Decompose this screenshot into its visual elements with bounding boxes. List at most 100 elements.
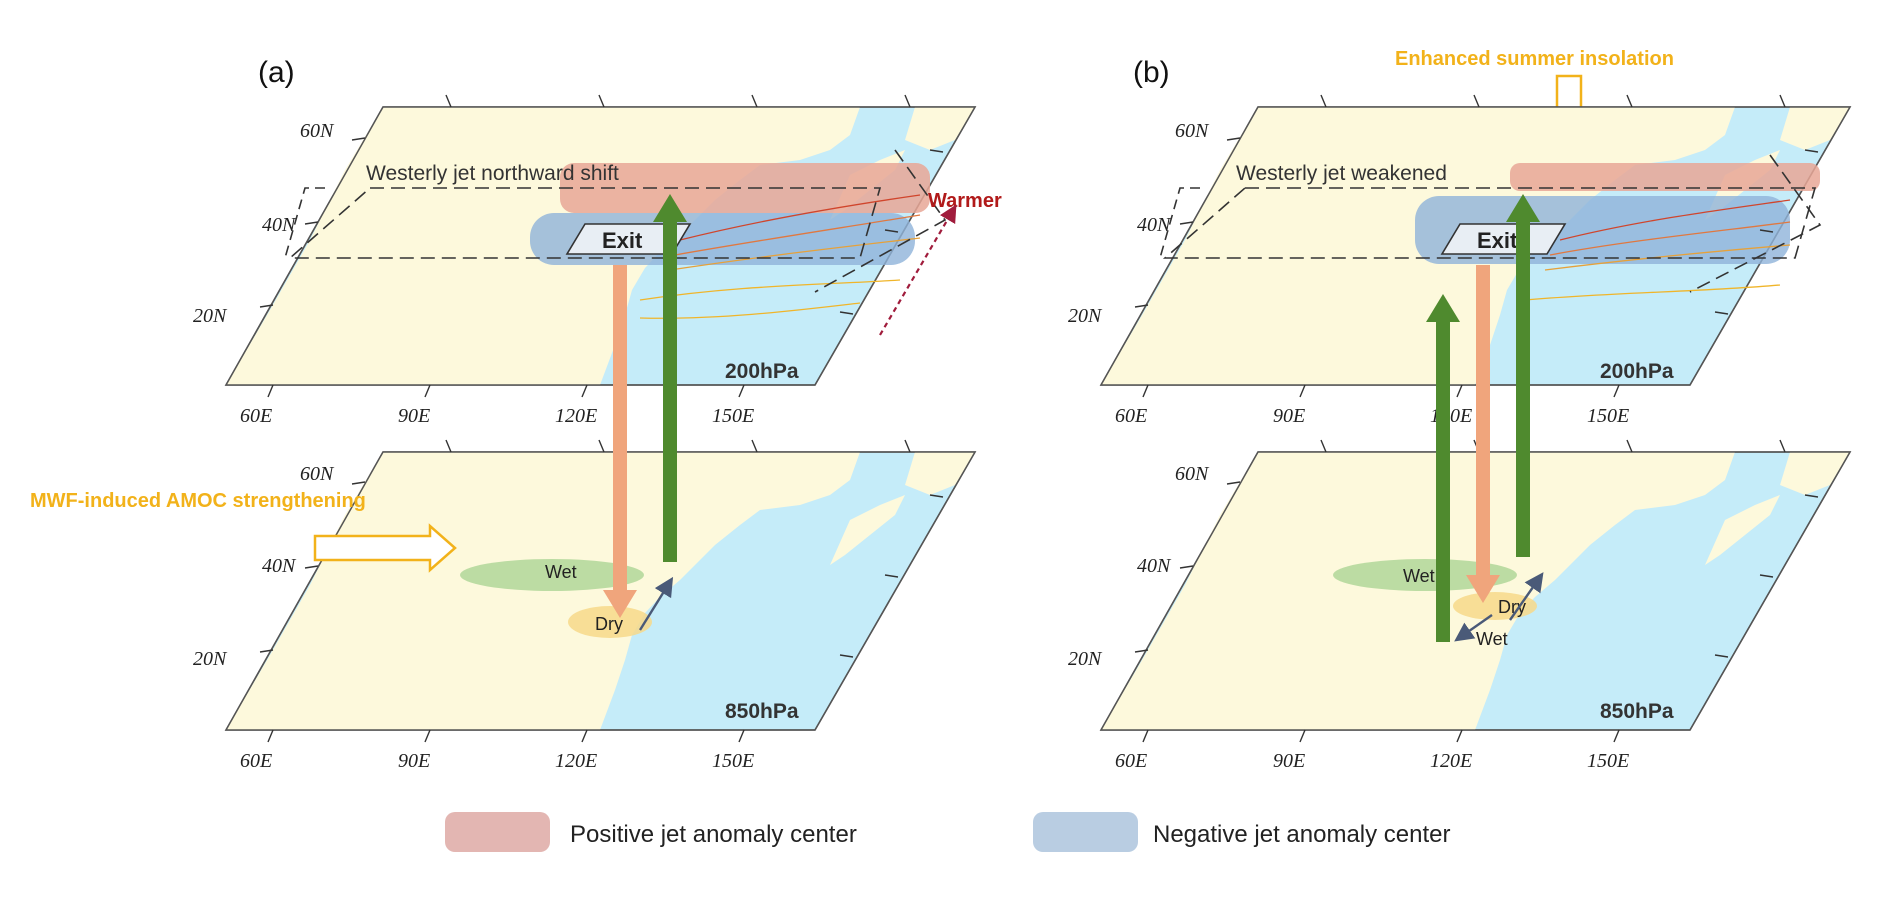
lower-level-label: 850hPa (725, 700, 799, 723)
low-level-wind-arrow (638, 576, 674, 631)
lat-tick-60n-low-b: 60N (1175, 463, 1210, 485)
lat-tick-40n-low-b: 40N (1137, 555, 1172, 577)
isotach-b-4 (1524, 284, 1781, 301)
lower-map-land-india-b (1290, 675, 1355, 730)
panel-a-label: (a) (258, 56, 295, 89)
lower-map-land (226, 452, 860, 730)
lat-tick-40n: 40N (262, 214, 297, 236)
upper-map-frame (224, 106, 977, 386)
legend: Positive jet anomaly center Negative jet… (445, 812, 1451, 852)
forcing-arrow (313, 523, 457, 573)
legend-negative-label: Negative jet anomaly center (1153, 821, 1451, 848)
upper-map-land-ne-b (1780, 107, 1850, 150)
upper-level-label: 200hPa (725, 360, 799, 383)
dry-label-b: Dry (1498, 597, 1526, 617)
jet-label-b: Westerly jet weakened (1236, 162, 1447, 185)
isotach-b-3 (1544, 244, 1791, 271)
upper-map-tick-marks-b (1134, 94, 1819, 398)
exit-label-b: Exit (1477, 228, 1518, 253)
dry-region (568, 606, 652, 638)
lat-tick-40n-b: 40N (1137, 214, 1172, 236)
panel-a: (a) Exit Westerly jet nor (30, 56, 1002, 772)
panel-a-lower-map: Wet Dry 850hPa 60N 40N 20N 60E 90E 120E … (193, 439, 977, 772)
ascending-arrow-b-east (1506, 194, 1540, 557)
lower-level-label-b: 850hPa (1600, 700, 1674, 723)
warmer-label: Warmer (928, 190, 1002, 212)
ascending-arrow (653, 194, 687, 562)
lower-map-land-b (1101, 452, 1735, 730)
jet-dashed-left-b (1159, 187, 1200, 259)
panel-b: (b) Enhanced summer insolation Exit West… (1068, 48, 1852, 772)
jet-label: Westerly jet northward shift (366, 162, 619, 185)
lon-tick-90e: 90E (398, 405, 430, 427)
descending-arrow-b (1466, 265, 1500, 603)
lon-tick-90e-b: 90E (1273, 405, 1305, 427)
upper-map-land-india (415, 330, 480, 385)
wet2-label-b: Wet (1476, 629, 1508, 649)
isotach-4 (639, 279, 901, 301)
lon-tick-60e-low-b: 60E (1115, 750, 1147, 772)
lower-map-land-ne-b (1780, 452, 1850, 495)
positive-jet-anomaly-b (1510, 163, 1820, 191)
lon-tick-60e-b: 60E (1115, 405, 1147, 427)
panel-b-upper-map: Exit Westerly jet weakened 200hPa 60N 40… (1068, 94, 1852, 427)
positive-jet-anomaly (560, 163, 930, 213)
lon-tick-120e-low-b: 120E (1430, 750, 1472, 772)
legend-negative-swatch (1033, 812, 1138, 852)
jet-shift-dashed-left (284, 187, 325, 259)
lower-map-tick-marks (259, 439, 944, 743)
isotach-b-2 (1549, 221, 1791, 256)
lon-tick-60e-low: 60E (240, 750, 272, 772)
jet-dashed-right-b (1689, 154, 1822, 293)
lat-tick-20n-low: 20N (193, 648, 228, 670)
lon-tick-60e: 60E (240, 405, 272, 427)
warmer-arrow (879, 204, 957, 336)
upper-map-frame-b (1099, 106, 1852, 386)
lon-tick-150e: 150E (712, 405, 754, 427)
legend-positive-label: Positive jet anomaly center (570, 821, 857, 848)
lon-tick-150e-b: 150E (1587, 405, 1629, 427)
upper-map-tick-marks (259, 94, 944, 398)
low-level-wind-arrow-b1 (1509, 572, 1544, 621)
lat-tick-60n-low: 60N (300, 463, 335, 485)
low-level-wind-arrow-b2 (1454, 614, 1493, 642)
dry-label: Dry (595, 614, 623, 634)
lower-map-land-india (415, 675, 480, 730)
lon-tick-90e-low: 90E (398, 750, 430, 772)
lower-map-land-japan-b (1705, 495, 1780, 565)
lon-tick-150e-low-b: 150E (1587, 750, 1629, 772)
lon-tick-120e-low: 120E (555, 750, 597, 772)
jet-region-dashed-box (287, 187, 882, 259)
ascending-arrow-b-west (1426, 294, 1460, 642)
jet-region-dashed-box-b (1162, 187, 1817, 259)
panel-a-upper-map: Exit Westerly jet northward shift 200hPa… (193, 94, 977, 427)
lower-map-land-japan (830, 495, 905, 565)
wet-region (460, 559, 644, 591)
panel-b-label: (b) (1133, 56, 1170, 89)
exit-label: Exit (602, 228, 643, 253)
lon-tick-120e: 120E (555, 405, 597, 427)
upper-level-label-b: 200hPa (1600, 360, 1674, 383)
upper-map-land-india-b (1290, 330, 1355, 385)
isotach-3 (669, 237, 921, 271)
forcing-label: MWF-induced AMOC strengthening (30, 490, 366, 512)
lower-map-frame-b (1099, 451, 1852, 731)
isotach-1 (679, 194, 921, 241)
lat-tick-20n-b: 20N (1068, 305, 1103, 327)
lat-tick-60n-b: 60N (1175, 120, 1210, 142)
lat-tick-20n: 20N (193, 305, 228, 327)
lat-tick-20n-low-b: 20N (1068, 648, 1103, 670)
legend-positive-swatch (445, 812, 550, 852)
isotach-b-1 (1559, 199, 1791, 241)
lower-map-frame (224, 451, 977, 731)
lat-tick-60n: 60N (300, 120, 335, 142)
forcing-label-b: Enhanced summer insolation (1395, 48, 1674, 70)
wet-label: Wet (545, 562, 577, 582)
wet-label-b: Wet (1403, 566, 1435, 586)
lower-map-land-ne (905, 452, 975, 495)
isotach-2 (674, 214, 921, 256)
lat-tick-40n-low: 40N (262, 555, 297, 577)
lon-tick-90e-low-b: 90E (1273, 750, 1305, 772)
panel-b-lower-map: Wet Dry Wet 850hPa 60N 40N 20N 60E 90E 1… (1068, 439, 1852, 772)
